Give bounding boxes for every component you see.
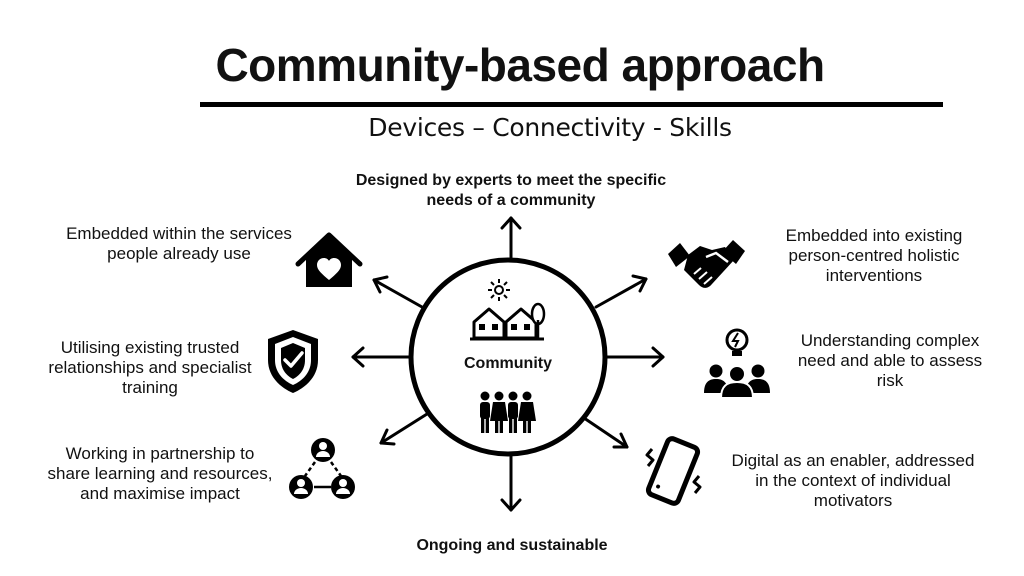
bottom-label: Ongoing and sustainable xyxy=(416,537,608,554)
right-item-2-text: Understanding complex need and able to a… xyxy=(797,331,983,390)
top-label: Designed by experts to meet the specific… xyxy=(355,172,667,209)
network-people-icon xyxy=(289,438,355,499)
arrow-right xyxy=(605,346,665,368)
arrow-lower-right xyxy=(582,416,629,449)
arrow-lower-left xyxy=(379,412,429,446)
shield-check-icon xyxy=(268,330,318,393)
arrows xyxy=(351,216,665,512)
title-underline xyxy=(200,102,943,107)
arrow-upper-left xyxy=(372,275,424,309)
team-idea-icon xyxy=(704,328,770,399)
group-of-people-icon xyxy=(480,391,536,433)
village-houses-icon xyxy=(470,302,546,341)
center-label: Community xyxy=(464,355,552,372)
sun-icon xyxy=(488,279,510,301)
page-title: Community-based approach xyxy=(215,39,825,91)
arrow-left xyxy=(351,346,413,368)
arrow-upper-right xyxy=(594,274,648,309)
subtitle: Devices – Connectivity - Skills xyxy=(368,113,732,142)
handshake-icon xyxy=(668,240,745,288)
arrow-up xyxy=(500,216,522,262)
right-item-3-text: Digital as an enabler, addressed in the … xyxy=(731,451,975,510)
right-item-1-text: Embedded into existing person-centred ho… xyxy=(785,226,963,285)
left-item-3-text: Working in partnership to share learning… xyxy=(47,444,273,503)
arrow-down xyxy=(500,452,522,512)
left-item-2-text: Utilising existing trusted relationships… xyxy=(48,338,252,397)
house-heart-icon xyxy=(295,232,363,287)
left-item-1-text: Embedded within the services people alre… xyxy=(66,224,292,263)
phone-vibrate-icon xyxy=(645,436,702,506)
